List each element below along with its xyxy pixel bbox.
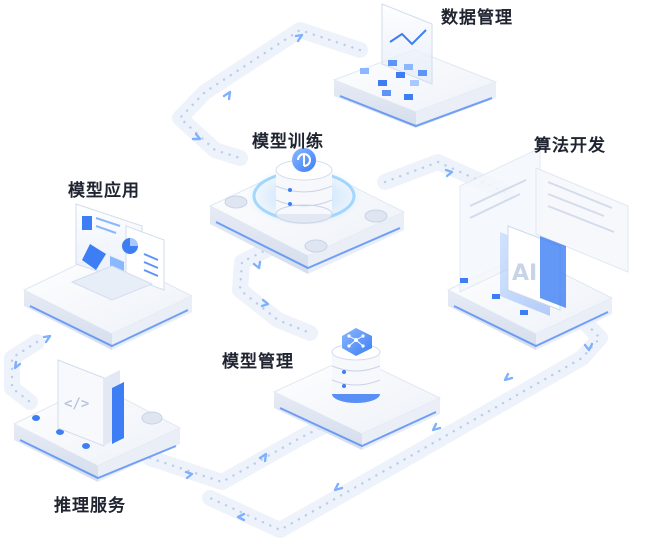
node-data-management <box>332 3 498 128</box>
code-glyph: </> <box>64 396 89 412</box>
database-cylinder-icon <box>275 148 333 224</box>
label-data-management: 数据管理 <box>441 8 513 28</box>
label-algorithm-development: 算法开发 <box>534 136 606 156</box>
node-inference-service: </> <box>12 359 182 482</box>
dashboard-screen-icon <box>70 203 165 301</box>
chart-card-icon <box>360 3 433 100</box>
label-model-application: 模型应用 <box>68 181 140 201</box>
node-algorithm-development: AI <box>446 147 629 350</box>
database-cylinder-icon <box>331 343 381 403</box>
node-model-training <box>208 148 406 274</box>
ai-badge: AI <box>512 261 537 286</box>
ai-document-icon: AI <box>459 147 629 316</box>
flow-tracks <box>4 22 608 538</box>
label-model-management: 模型管理 <box>222 352 294 372</box>
label-model-training: 模型训练 <box>252 132 324 152</box>
network-node-icon <box>342 328 372 356</box>
code-file-icon: </> <box>57 359 124 447</box>
label-inference-service: 推理服务 <box>54 496 126 516</box>
node-model-application <box>22 203 194 350</box>
node-model-management <box>272 328 442 450</box>
